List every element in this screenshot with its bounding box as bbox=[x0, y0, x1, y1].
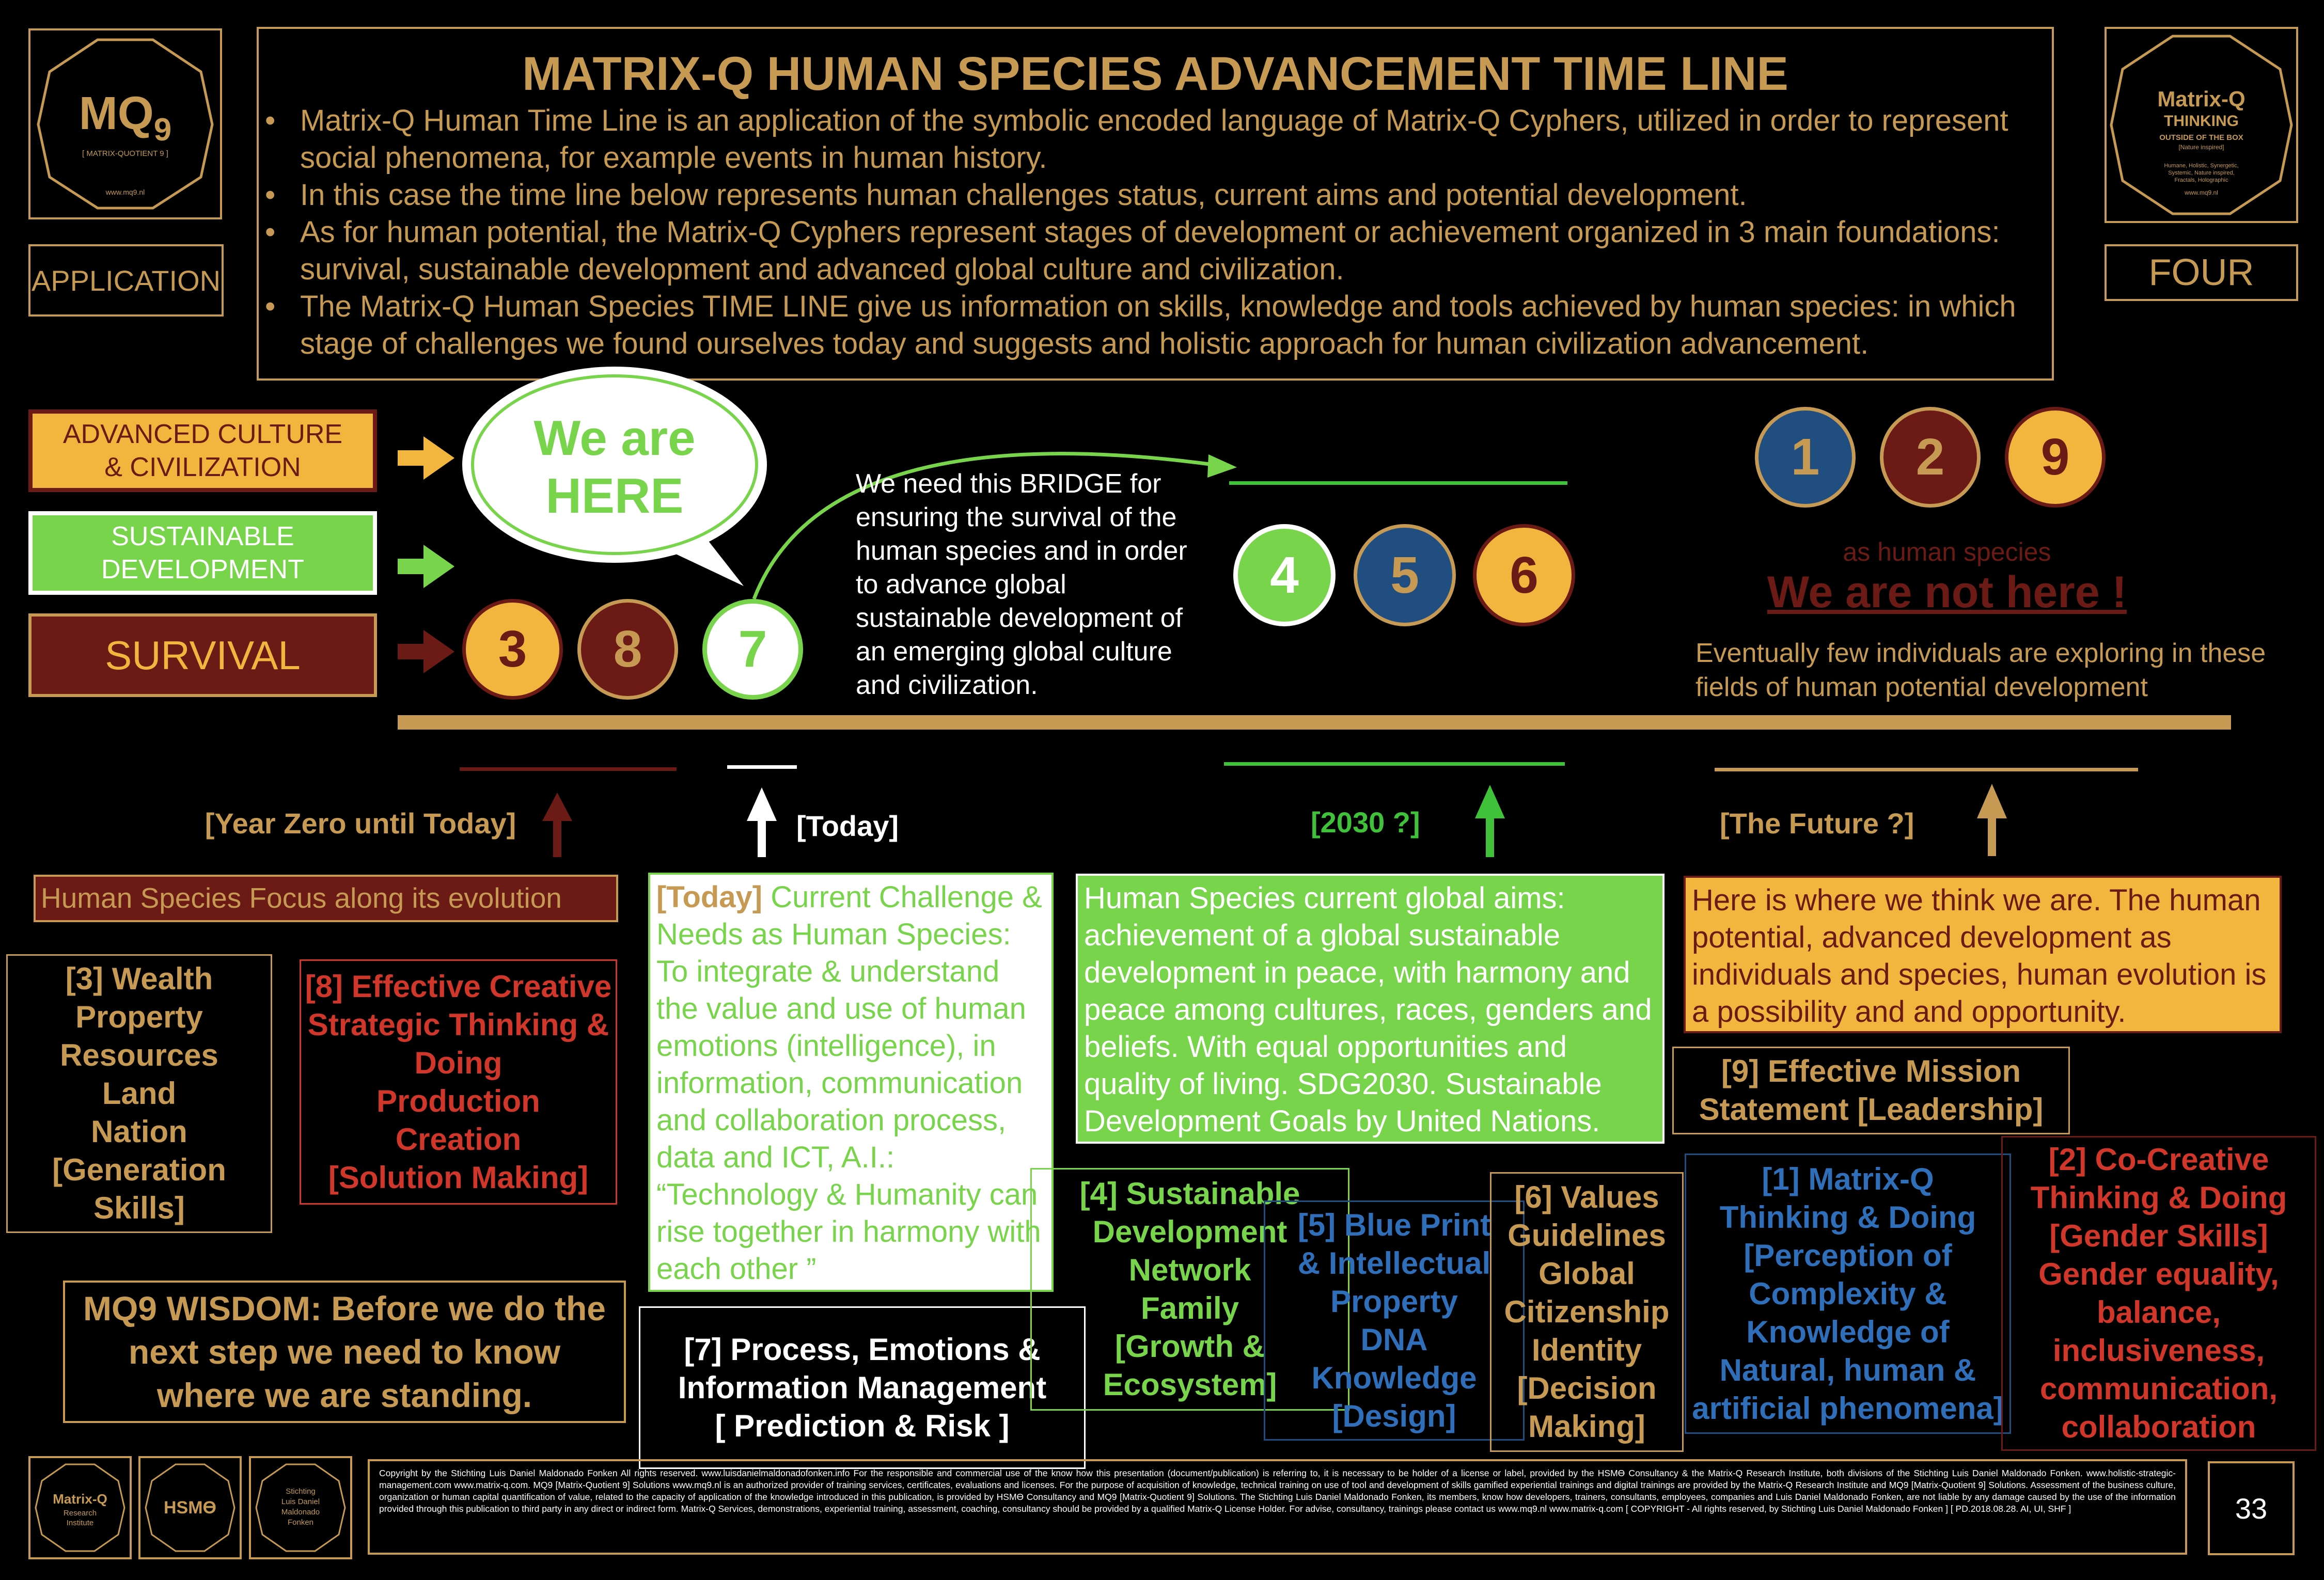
footer-logo-a3: Institute bbox=[66, 1519, 94, 1527]
today-box-lead: [Today] bbox=[656, 880, 763, 914]
box-6: [6] Values Guidelines Global Citizenship… bbox=[1490, 1172, 1684, 1452]
level-sustainable: SUSTAINABLE DEVELOPMENT bbox=[28, 511, 377, 595]
marker-arrow-today bbox=[747, 787, 777, 857]
level-advanced: ADVANCED CULTURE & CIVILIZATION bbox=[28, 409, 377, 492]
marker-line-2030 bbox=[1224, 762, 1565, 766]
wisdom-box: MQ9 WISDOM: Before we do the next step w… bbox=[63, 1281, 626, 1423]
header-bullet: The Matrix-Q Human Species TIME LINE giv… bbox=[265, 288, 2030, 362]
marker-line-level4 bbox=[1229, 481, 1567, 485]
octagon-icon bbox=[37, 38, 214, 210]
circle-9: 9 bbox=[2005, 407, 2106, 508]
circle-5: 5 bbox=[1354, 524, 1456, 626]
header-bullet: In this case the time line below represe… bbox=[265, 177, 2030, 214]
we-are-here-text: We are HERE bbox=[533, 410, 696, 524]
octagon-icon bbox=[255, 1463, 346, 1552]
header-box: MATRIX-Q HUMAN SPECIES ADVANCEMENT TIME … bbox=[257, 27, 2054, 381]
thinking-logo-line1: Matrix-Q bbox=[2157, 87, 2246, 111]
box-4: [4] Sustainable Development Network Fami… bbox=[1030, 1168, 1349, 1411]
marker-arrow-zero bbox=[542, 793, 572, 857]
mq9-logo-tag: [ MATRIX-QUOTIENT 9 ] bbox=[82, 149, 168, 158]
aims-box: Human Species current global aims: achie… bbox=[1076, 874, 1665, 1144]
footer-logo-hsmo: HSMƟ bbox=[138, 1456, 242, 1559]
future-not-here: We are not here ! bbox=[1767, 567, 2127, 617]
circle-8: 8 bbox=[577, 599, 678, 700]
circle-1: 1 bbox=[1755, 407, 1856, 508]
thinking-logo-url: www.mq9.nl bbox=[2185, 189, 2218, 196]
circle-6: 6 bbox=[1473, 524, 1575, 626]
marker-arrow-future bbox=[1977, 784, 2007, 856]
footer-logo-c3: Maldonado bbox=[281, 1508, 320, 1516]
timeline-bar bbox=[398, 715, 2231, 730]
marker-future-label: [The Future ?] bbox=[1720, 807, 1914, 840]
footer-logo-c4: Fonken bbox=[287, 1518, 314, 1527]
footer-logo-matrix-q: Matrix-Q Research Institute bbox=[28, 1456, 132, 1559]
footer-logo-a1: Matrix-Q bbox=[53, 1491, 107, 1507]
box-5: [5] Blue Print & Intellectual Property D… bbox=[1264, 1200, 1525, 1441]
level-survival: SURVIVAL bbox=[28, 613, 377, 697]
marker-arrow-2030 bbox=[1475, 785, 1505, 857]
arrow-survival bbox=[398, 630, 454, 673]
footer-logo-c2: Luis Daniel bbox=[281, 1497, 320, 1506]
circle-3: 3 bbox=[462, 599, 563, 700]
thinking-logo-line4: [Nature inspired] bbox=[2178, 144, 2224, 151]
today-box-text: Current Challenge & Needs as Human Speci… bbox=[656, 880, 1042, 1286]
box-8: [8] Effective Creative Strategic Thinkin… bbox=[300, 959, 617, 1205]
future-as-species: as human species bbox=[1843, 538, 2051, 566]
mq9-logo-url: www.mq9.nl bbox=[105, 188, 145, 196]
marker-line-zero bbox=[460, 767, 677, 771]
focus-label: Human Species Focus along its evolution bbox=[34, 875, 618, 922]
header-bullets: Matrix-Q Human Time Line is an applicati… bbox=[259, 102, 2030, 362]
bridge-curve bbox=[752, 452, 1214, 600]
page-title: MATRIX-Q HUMAN SPECIES ADVANCEMENT TIME … bbox=[522, 48, 1788, 100]
application-label: APPLICATION bbox=[28, 244, 224, 317]
box-3: [3] Wealth Property Resources Land Natio… bbox=[6, 954, 272, 1233]
footer-logo-a2: Research bbox=[63, 1509, 97, 1518]
future-few: Eventually few individuals are exploring… bbox=[1695, 638, 2266, 702]
circle-4: 4 bbox=[1233, 524, 1336, 626]
thinking-logo-line3: OUTSIDE OF THE BOX bbox=[2159, 133, 2243, 142]
thinking-logo-line2: THINKING bbox=[2164, 113, 2239, 130]
marker-line-future bbox=[1715, 768, 2138, 771]
four-label: FOUR bbox=[2105, 244, 2298, 301]
mq9-logo-main: MQ bbox=[78, 88, 154, 139]
marker-today-label: [Today] bbox=[796, 810, 899, 842]
bridge-arrowhead bbox=[1207, 454, 1237, 478]
octagon-icon bbox=[35, 1463, 125, 1552]
copyright-box: Copyright by the Stichting Luis Daniel M… bbox=[368, 1459, 2187, 1555]
future-box: Here is where we think we are. The human… bbox=[1684, 876, 2282, 1033]
header-bullet: As for human potential, the Matrix-Q Cyp… bbox=[265, 214, 2030, 288]
octagon-icon bbox=[145, 1463, 235, 1552]
header-bullet: Matrix-Q Human Time Line is an applicati… bbox=[265, 102, 2030, 177]
arrow-sustainable bbox=[398, 545, 454, 588]
box-2: [2] Co-Creative Thinking & Doing [Gender… bbox=[2001, 1136, 2316, 1451]
copyright-text: Copyright by the Stichting Luis Daniel M… bbox=[379, 1468, 2176, 1514]
circle-2: 2 bbox=[1880, 407, 1981, 508]
bridge-text: We need this BRIDGE for ensuring the sur… bbox=[856, 469, 1187, 700]
box-7: [7] Process, Emotions & Information Mana… bbox=[639, 1306, 1086, 1469]
circle-7: 7 bbox=[702, 599, 803, 700]
footer-logo-stichting: Stichting Luis Daniel Maldonado Fonken bbox=[249, 1456, 352, 1559]
thinking-logo-line5: Humane, Holistic, Synergetic, Systemic, … bbox=[2164, 163, 2239, 183]
marker-line-today bbox=[727, 765, 797, 769]
arrow-advanced bbox=[398, 436, 454, 480]
thinking-logo-box: Matrix-Q THINKING OUTSIDE OF THE BOX [Na… bbox=[2105, 27, 2298, 223]
box-1: [1] Matrix-Q Thinking & Doing [Perceptio… bbox=[1685, 1154, 2011, 1434]
mq9-logo-box: MQ9 [ MATRIX-QUOTIENT 9 ] www.mq9.nl bbox=[28, 28, 222, 219]
footer-logo-b: HSMƟ bbox=[164, 1497, 216, 1518]
box-9: [9] Effective Mission Statement [Leaders… bbox=[1672, 1047, 2070, 1134]
page-number: 33 bbox=[2208, 1461, 2295, 1555]
octagon-icon bbox=[2110, 35, 2293, 215]
today-box: [Today] Current Challenge & Needs as Hum… bbox=[648, 873, 1054, 1292]
marker-2030-label: [2030 ?] bbox=[1311, 806, 1420, 839]
mq9-logo-sub: 9 bbox=[153, 112, 172, 148]
footer-logo-c1: Stichting bbox=[286, 1487, 316, 1496]
marker-zero-label: [Year Zero until Today] bbox=[205, 807, 516, 840]
